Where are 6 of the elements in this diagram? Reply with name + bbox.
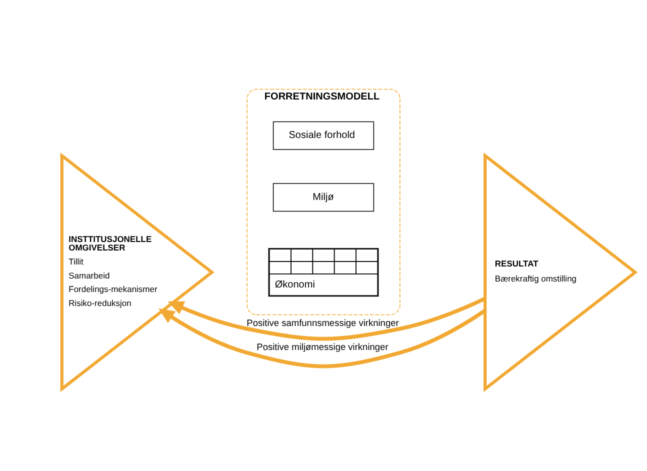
edge-label: Positive miljømessige virkninger	[256, 341, 388, 352]
node-box: Miljø	[272, 182, 374, 212]
edge-label: Positive samfunnsmessige virkninger	[246, 318, 399, 328]
arrow	[158, 308, 486, 368]
node-box: Sosiale forhold	[272, 120, 374, 150]
arrow	[168, 296, 486, 340]
